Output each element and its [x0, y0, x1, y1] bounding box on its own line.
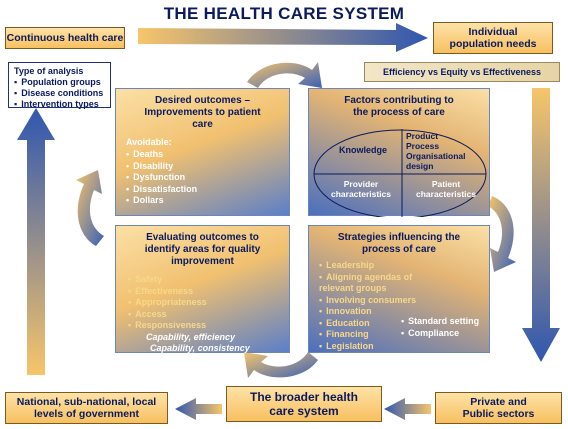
right-arrow	[522, 88, 560, 362]
desired-outcomes-title: Desired outcomes – Improvements to patie…	[144, 95, 261, 130]
list-item: Education	[319, 318, 419, 330]
list-item: Innovation	[319, 306, 419, 318]
broader-health-care-system-box: The broader health care system	[226, 386, 382, 422]
strategies-panel: Strategies influencing the process of ca…	[308, 225, 490, 353]
bottom-left-arrow	[175, 398, 222, 420]
product-process-label: Product Process Organisational design	[406, 131, 466, 171]
list-item: Safety	[128, 274, 277, 286]
strategies-title: Strategies influencing the process of ca…	[337, 232, 461, 255]
left-arrow	[17, 108, 55, 375]
cycle-arrow-left	[76, 170, 104, 246]
list-item: Deaths	[126, 149, 279, 161]
top-arrow	[138, 23, 428, 52]
factors-panel: Factors contributing to the process of c…	[308, 88, 490, 217]
evaluating-outcomes-panel: Evaluating outcomes to identify areas fo…	[115, 225, 290, 353]
type-of-analysis-box: Type of analysis Population groups Disea…	[8, 62, 111, 110]
knowledge-label: Knowledge	[338, 145, 387, 155]
bottom-right-arrow	[384, 398, 431, 420]
list-item: Legislation	[319, 341, 419, 353]
type-of-analysis-heading: Type of analysis	[14, 66, 84, 76]
list-item: Access	[128, 309, 277, 321]
list-item: Standard setting	[401, 316, 491, 328]
list-item: Responsiveness	[128, 320, 277, 332]
list-item: Dissatisfaction	[126, 184, 279, 196]
list-item: Disability	[126, 161, 279, 173]
private-public-sectors-box: Private and Public sectors	[435, 392, 562, 424]
list-item: Population groups	[14, 77, 105, 88]
continuous-health-care-box: Continuous health care	[5, 27, 125, 49]
factors-title: Factors contributing to the process of c…	[344, 95, 454, 118]
cycle-arrow-right	[488, 196, 516, 272]
list-item: Dollars	[126, 195, 279, 207]
factors-ellipse	[313, 129, 487, 217]
list-item: Dysfunction	[126, 172, 279, 184]
avoidable-label: Avoidable:	[126, 137, 172, 147]
cycle-arrow-top	[247, 62, 322, 88]
list-item: Effectiveness	[128, 286, 277, 298]
capability-efficiency-text: Capability, efficiency	[146, 331, 236, 342]
list-item: Disease conditions	[14, 88, 105, 99]
evaluating-title: Evaluating outcomes to identify areas fo…	[144, 232, 261, 267]
list-item: Leadership	[319, 260, 419, 272]
list-item: Intervention types	[14, 99, 105, 110]
provider-characteristics-label: Provider characteristics	[330, 179, 391, 199]
list-item: Involving consumers	[319, 295, 419, 307]
individual-population-needs-box: Individual population needs	[433, 22, 553, 54]
diagram-title: THE HEALTH CARE SYSTEM	[163, 4, 405, 23]
capability-consistency-text: Capability, consistency	[150, 343, 250, 353]
efficiency-equity-effectiveness-bar: Efficiency vs Equity vs Effectiveness	[364, 62, 560, 82]
patient-characteristics-label: Patient characteristics	[415, 179, 476, 199]
list-item: Compliance	[401, 328, 491, 340]
list-item: Financing	[319, 329, 419, 341]
list-item: Appropriateness	[128, 297, 277, 309]
desired-outcomes-panel: Desired outcomes – Improvements to patie…	[115, 88, 290, 216]
government-levels-box: National, sub-national, local levels of …	[5, 392, 168, 424]
list-item: Aligning agendas of relevant groups	[319, 272, 419, 295]
cycle-arrow-bottom	[244, 352, 318, 378]
